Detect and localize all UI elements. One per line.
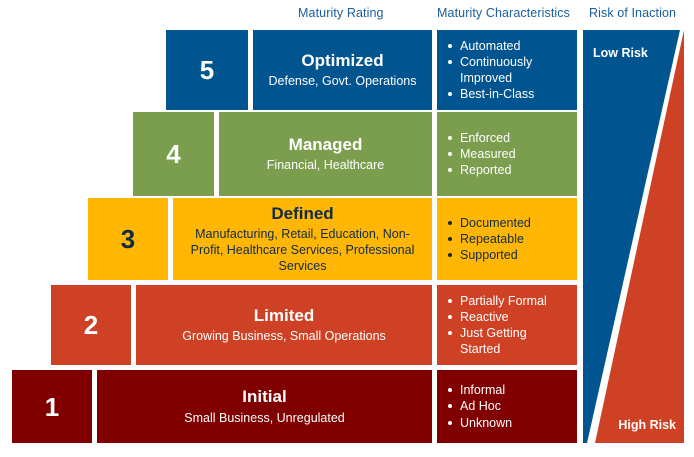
level-4-characteristic: Reported <box>447 162 569 178</box>
level-3-number-box: 3 <box>88 198 168 280</box>
level-4-number-box: 4 <box>133 112 214 196</box>
maturity-level-row-2: 2 Limited Growing Business, Small Operat… <box>51 285 577 365</box>
level-1-characteristic: Ad Hoc <box>447 398 569 414</box>
level-1-characteristic: Unknown <box>447 415 569 431</box>
level-4-characteristics-box: Enforced Measured Reported <box>437 112 577 196</box>
level-3-title-box: Defined Manufacturing, Retail, Education… <box>173 198 432 280</box>
level-1-title: Initial <box>242 387 287 407</box>
level-2-subtitle: Growing Business, Small Operations <box>182 329 386 344</box>
level-5-characteristics-box: Automated Continuously Improved Best-in-… <box>437 30 577 110</box>
level-2-characteristics-box: Partially Formal Reactive Just Getting S… <box>437 285 577 365</box>
level-5-number-box: 5 <box>166 30 248 110</box>
level-5-title-box: Optimized Defense, Govt. Operations <box>253 30 432 110</box>
level-5-characteristic: Best-in-Class <box>447 86 569 102</box>
low-risk-triangle <box>583 30 680 443</box>
column-header-maturity-rating: Maturity Rating <box>298 6 384 20</box>
level-5-title: Optimized <box>301 50 384 70</box>
maturity-level-row-1: 1 Initial Small Business, Unregulated In… <box>12 370 577 443</box>
level-1-characteristic: Informal <box>447 382 569 398</box>
level-4-number: 4 <box>166 139 181 169</box>
level-1-subtitle: Small Business, Unregulated <box>184 410 345 425</box>
level-2-characteristic: Just Getting Started <box>447 325 569 358</box>
high-risk-triangle <box>595 30 684 443</box>
level-1-number: 1 <box>44 391 60 422</box>
level-5-characteristic: Automated <box>447 38 569 54</box>
column-header-maturity-characteristics: Maturity Characteristics <box>437 6 570 20</box>
level-5-subtitle: Defense, Govt. Operations <box>268 74 417 89</box>
level-2-characteristic: Partially Formal <box>447 293 569 309</box>
level-3-subtitle: Manufacturing, Retail, Education, Non-Pr… <box>190 227 415 274</box>
level-5-number: 5 <box>199 55 215 85</box>
level-3-number: 3 <box>120 224 136 254</box>
low-risk-label: Low Risk <box>593 46 648 60</box>
level-3-characteristic: Documented <box>447 215 569 231</box>
level-5-characteristic: Continuously Improved <box>447 54 569 87</box>
level-1-number-box: 1 <box>12 370 92 443</box>
maturity-level-row-4: 4 Managed Financial, Healthcare Enforced… <box>133 112 577 196</box>
level-2-characteristic: Reactive <box>447 309 569 325</box>
level-1-title-box: Initial Small Business, Unregulated <box>97 370 432 443</box>
level-4-characteristic: Measured <box>447 146 569 162</box>
level-4-characteristic: Enforced <box>447 130 569 146</box>
level-2-title-box: Limited Growing Business, Small Operatio… <box>136 285 432 365</box>
level-4-title: Managed <box>288 134 363 154</box>
level-4-subtitle: Financial, Healthcare <box>266 158 385 173</box>
maturity-level-row-5: 5 Optimized Defense, Govt. Operations Au… <box>166 30 577 110</box>
level-3-characteristic: Supported <box>447 247 569 263</box>
level-2-number: 2 <box>83 310 99 340</box>
risk-triangles-graphic <box>583 30 684 443</box>
level-3-characteristic: Repeatable <box>447 231 569 247</box>
level-1-characteristics-box: Informal Ad Hoc Unknown <box>437 370 577 443</box>
level-3-characteristics-box: Documented Repeatable Supported <box>437 198 577 280</box>
level-4-title-box: Managed Financial, Healthcare <box>219 112 432 196</box>
level-2-number-box: 2 <box>51 285 131 365</box>
maturity-level-row-3: 3 Defined Manufacturing, Retail, Educati… <box>88 198 577 280</box>
level-2-title: Limited <box>253 305 315 325</box>
risk-of-inaction-column: Low Risk High Risk <box>583 30 684 443</box>
high-risk-label: High Risk <box>618 418 676 432</box>
level-3-title: Defined <box>271 203 334 223</box>
column-header-risk-of-inaction: Risk of Inaction <box>589 6 677 20</box>
